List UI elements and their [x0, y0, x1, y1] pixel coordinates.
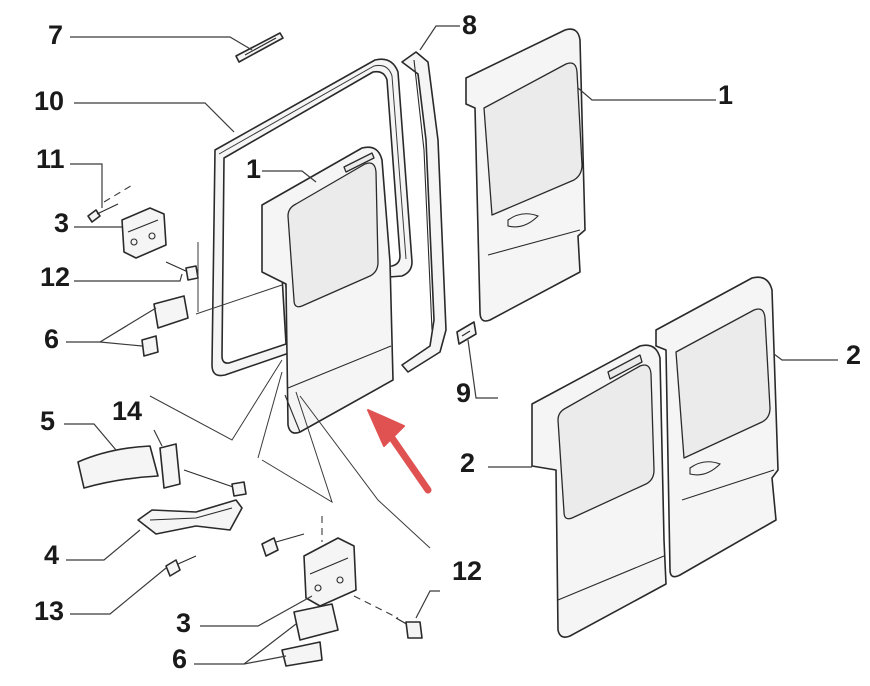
part-1-rear-door-center: [261, 146, 394, 434]
highlight-arrow: [367, 409, 432, 494]
part-13-bolt: [165, 555, 197, 577]
part-2-door-left-leaf: [531, 344, 667, 638]
callout-4: 4: [44, 540, 59, 570]
callout-1-center: 1: [246, 154, 261, 184]
callout-labels: 7 8 10 1 1 11 3 12 6 9 2 2 5 14 4 13 12 …: [34, 10, 861, 674]
callout-3-upper: 3: [54, 208, 69, 238]
part-1-door-top-right: [465, 28, 586, 322]
callout-12-lower: 12: [452, 556, 482, 586]
callout-2-right: 2: [846, 340, 861, 370]
callout-14: 14: [112, 396, 142, 426]
callout-11: 11: [36, 144, 65, 174]
part-12-bolt-upper: [165, 261, 199, 281]
callout-5: 5: [40, 406, 55, 436]
part-3-hinge-upper: [121, 207, 167, 259]
callout-13: 13: [34, 596, 64, 626]
part-bolt-strap: [183, 469, 247, 497]
part-9-clip: [456, 321, 477, 345]
part-11-screw: [87, 203, 119, 223]
part-3-hinge-lower: [303, 537, 357, 607]
part-12-bolt-lower: [395, 617, 423, 639]
callout-6-upper: 6: [44, 324, 59, 354]
callout-7: 7: [48, 20, 63, 50]
part-8-seal-strip: [401, 51, 447, 373]
callout-6-lower: 6: [172, 644, 187, 674]
guide-lines: [149, 242, 431, 619]
part-6-sleeve-upper: [141, 295, 189, 357]
part-bolt-hinge-lower: [261, 533, 305, 557]
part-6-sleeve-lower: [281, 603, 339, 667]
callout-9: 9: [456, 378, 471, 408]
part-4-bracket: [137, 499, 243, 535]
callout-2-center: 2: [460, 448, 475, 478]
callout-3-lower: 3: [176, 608, 191, 638]
callout-10: 10: [34, 86, 64, 116]
leader-lines: [64, 25, 838, 665]
part-7-strip: [235, 32, 284, 63]
part-14-block: [159, 443, 181, 489]
callout-8: 8: [462, 10, 477, 40]
callout-12-upper: 12: [40, 262, 70, 292]
part-2-door-right-leaf: [655, 276, 779, 578]
part-5-check-strap: [77, 445, 159, 489]
callout-1-top-right: 1: [718, 80, 733, 110]
